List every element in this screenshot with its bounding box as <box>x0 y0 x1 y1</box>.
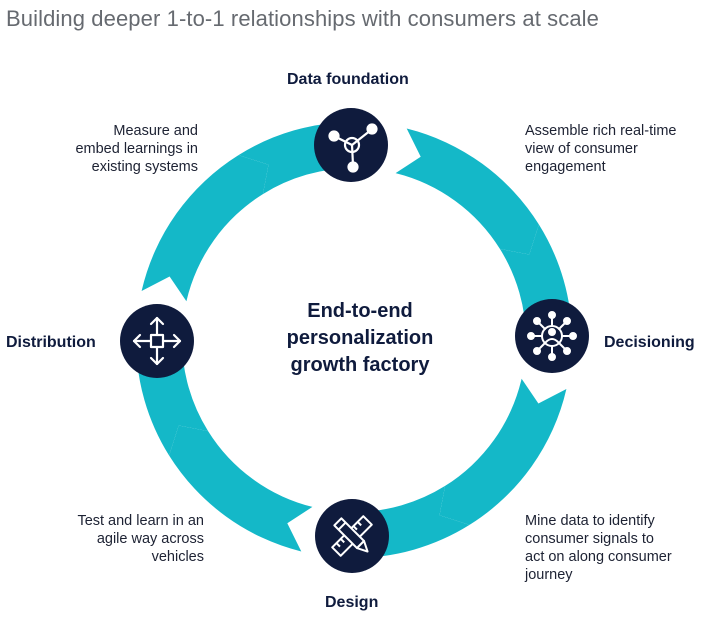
description-line: journey <box>525 567 573 583</box>
stage-label-data-foundation: Data foundation <box>287 71 409 88</box>
center-title-line-3: growth factory <box>290 354 430 376</box>
ring-arrow-segment <box>395 128 539 255</box>
page-title: Building deeper 1-to-1 relationships wit… <box>6 6 599 31</box>
distribution-node <box>120 304 194 378</box>
stage-label-design: Design <box>325 594 379 611</box>
description-line: Assemble rich real-time <box>525 123 677 139</box>
stage-label-decisioning: Decisioning <box>604 334 695 351</box>
description-line: Measure and <box>113 123 198 139</box>
description-decisioning: Mine data to identify consumer signals t… <box>525 512 720 584</box>
description-line: agile way across <box>96 531 204 547</box>
description-line: vehicles <box>151 549 204 565</box>
data-foundation-node <box>314 108 388 182</box>
center-title-line-2: personalization <box>286 327 434 349</box>
network-nodes-icon <box>328 123 378 173</box>
description-line: consumer signals to <box>525 531 654 547</box>
description-data-foundation: Assemble rich real-time view of consumer… <box>525 122 720 176</box>
person-network-icon <box>527 311 577 361</box>
center-title-line-1: End-to-end <box>307 300 413 322</box>
description-design: Test and learn in an agile way across ve… <box>4 512 204 566</box>
decisioning-node <box>515 299 589 373</box>
ring-arrow-segment <box>169 425 313 552</box>
design-node <box>315 499 389 573</box>
center-title: End-to-end personalization growth factor… <box>255 298 465 379</box>
ring-arrow-segment <box>141 155 269 302</box>
description-line: view of consumer <box>525 141 638 157</box>
description-line: existing systems <box>91 159 198 175</box>
ring-arrow-segment <box>439 378 567 525</box>
stage-label-distribution: Distribution <box>6 334 96 351</box>
description-line: embed learnings in <box>75 141 198 157</box>
description-distribution: Measure and embed learnings in existing … <box>0 122 198 176</box>
pencil-ruler-icon <box>331 515 373 557</box>
description-line: engagement <box>525 159 606 175</box>
description-line: Mine data to identify <box>525 513 655 529</box>
description-line: act on along consumer <box>525 549 672 565</box>
four-arrows-icon <box>132 316 182 366</box>
description-line: Test and learn in an <box>77 513 204 529</box>
